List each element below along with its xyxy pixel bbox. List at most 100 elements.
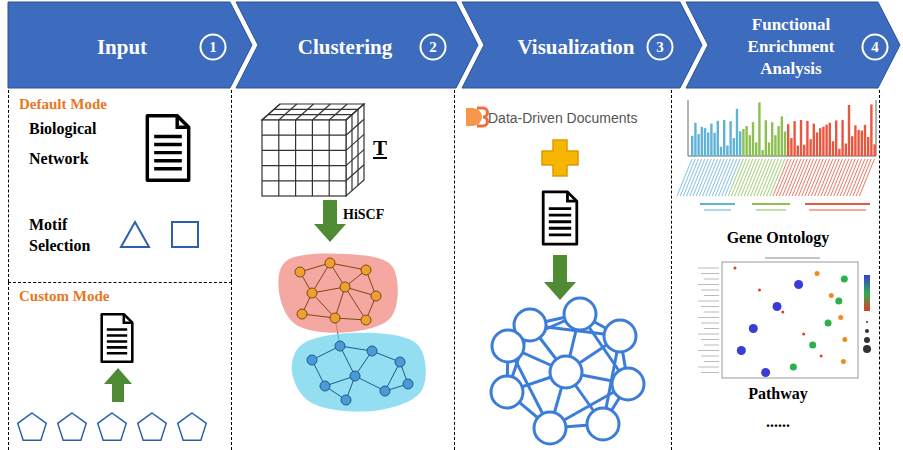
- go-bar: [749, 135, 751, 156]
- go-bar: [726, 146, 728, 156]
- go-tick-label: [703, 159, 718, 196]
- network-node: [612, 368, 644, 400]
- go-bar: [723, 120, 725, 156]
- go-tick-label: [799, 159, 814, 196]
- scatter-dot: [737, 346, 746, 355]
- go-bar: [758, 102, 760, 156]
- go-bar: [694, 123, 696, 156]
- step-number: 4: [861, 33, 889, 61]
- go-tick-label: [709, 159, 724, 196]
- go-tick-label: [677, 159, 692, 196]
- go-bar: [854, 125, 856, 156]
- go-bar: [832, 141, 834, 156]
- library-name: Data-Driven Documents: [488, 109, 664, 127]
- step-number: 1: [199, 33, 227, 61]
- go-tick-label: [815, 159, 830, 196]
- cube-grid: [357, 109, 358, 185]
- scatter-dot: [815, 271, 820, 276]
- input-label: Biological Network: [29, 114, 129, 174]
- go-category-label: [704, 210, 731, 211]
- scatter-dot: [841, 276, 848, 283]
- go-tick-label: [837, 159, 852, 196]
- go-bar: [870, 104, 872, 156]
- cube-grid: [312, 104, 330, 120]
- go-bar: [781, 116, 783, 156]
- network-node: [491, 376, 523, 408]
- go-tick-label: [834, 159, 849, 196]
- go-bar: [704, 128, 706, 156]
- cube-grid: [279, 104, 297, 120]
- go-bar: [697, 134, 699, 156]
- square-motif: [172, 222, 198, 247]
- chevron-edge: [8, 2, 252, 88]
- go-tick-label: [783, 159, 798, 196]
- go-tick-label: [840, 159, 855, 196]
- go-tick-label: [731, 159, 746, 196]
- go-bar: [806, 121, 808, 156]
- go-tick-label: [792, 159, 807, 196]
- go-tick-label: [680, 159, 695, 196]
- pentagon-motif: [98, 413, 127, 440]
- go-tick-label: [754, 159, 769, 196]
- cluster-node: [330, 313, 340, 323]
- cube-grid: [278, 120, 279, 196]
- chevron-edge: [236, 2, 478, 88]
- go-tick-label: [760, 159, 775, 196]
- go-bar: [771, 122, 773, 156]
- cube-grid: [262, 165, 346, 166]
- go-tick-label: [699, 159, 714, 196]
- go-bar: [774, 135, 776, 156]
- network-node: [492, 330, 524, 362]
- down-arrow: [544, 255, 576, 300]
- stage-title: Clustering: [270, 35, 420, 59]
- scatter-dot: [835, 298, 842, 305]
- go-bar: [864, 125, 866, 156]
- go-category-bar: [752, 203, 790, 205]
- go-tick-label: [763, 159, 778, 196]
- scatter-row-label: [698, 284, 719, 285]
- scatter-row-label: [704, 345, 719, 346]
- go-bar: [736, 109, 738, 156]
- scatter-dot: [794, 280, 803, 289]
- stage-title: Visualization: [508, 35, 644, 59]
- cluster-node: [367, 346, 377, 356]
- plus-sign: [542, 140, 578, 176]
- go-bar: [835, 120, 837, 156]
- stage-chevron: Functional Enrichment Analysis4: [686, 2, 900, 88]
- scatter-row-label: [701, 273, 719, 274]
- go-tick-label: [693, 159, 708, 196]
- go-tick-label: [767, 159, 782, 196]
- scatter-dot: [809, 342, 816, 349]
- scatter-dot: [758, 289, 761, 292]
- stage-chevron: Clustering2: [236, 2, 478, 88]
- go-tick-label: [741, 159, 756, 196]
- go-tick-label: [747, 159, 762, 196]
- ellipsis-mark: ......: [686, 412, 870, 432]
- scatter-row-label: [704, 328, 719, 329]
- go-bar: [720, 147, 722, 156]
- cluster-node: [361, 315, 371, 325]
- cluster-node: [325, 258, 335, 268]
- go-tick-label: [715, 159, 730, 196]
- go-tick-label: [687, 159, 702, 196]
- go-bar: [765, 120, 767, 156]
- scatter-dot: [790, 364, 797, 371]
- cube-grid: [329, 120, 330, 196]
- scatter-dot: [749, 324, 758, 333]
- input-label: Motif Selection: [29, 214, 121, 256]
- go-bar: [787, 124, 789, 156]
- cube-grid: [351, 115, 352, 191]
- size-legend-dot: [865, 329, 869, 333]
- go-category-bar: [700, 203, 735, 205]
- size-legend-dot: [863, 345, 871, 353]
- go-bar: [745, 126, 747, 156]
- scatter-row-label: [698, 350, 719, 351]
- go-tick-label: [789, 159, 804, 196]
- go-bar: [816, 132, 818, 156]
- cube-grid: [346, 165, 364, 181]
- cluster-link: [330, 263, 366, 270]
- cube-grid: [262, 104, 280, 120]
- cluster-node: [297, 309, 307, 319]
- d3-logo: [477, 108, 488, 126]
- go-tick-label: [776, 159, 791, 196]
